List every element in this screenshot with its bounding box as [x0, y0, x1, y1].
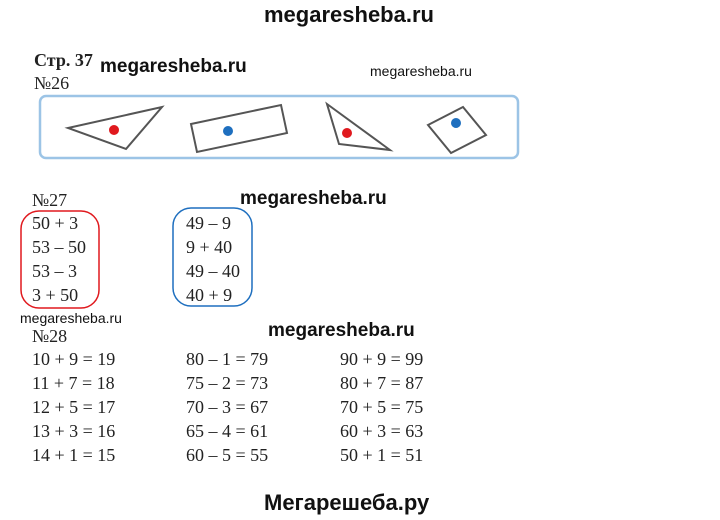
equation: 14 + 1 = 15 [32, 445, 116, 465]
ex27-blue-outline [172, 207, 253, 307]
equation: 70 + 5 = 75 [340, 397, 424, 417]
equation: 65 – 4 = 61 [186, 421, 269, 441]
shape-dot-1 [109, 125, 119, 135]
equation: 60 + 3 = 63 [340, 421, 424, 441]
ex27-red-outline [20, 210, 100, 309]
watermark-left-small: megaresheba.ru [20, 310, 122, 326]
equation: 50 + 1 = 51 [340, 445, 424, 465]
watermark-header-small: megaresheba.ru [370, 63, 472, 79]
ex26-frame [38, 94, 520, 160]
expression: 9 + 40 [186, 237, 233, 257]
ex27-blue-group: 49 – 9 9 + 40 49 – 40 40 + 9 [186, 211, 240, 307]
expression: 53 – 50 [32, 237, 86, 257]
ex26-number: №26 [34, 73, 70, 93]
equation: 11 + 7 = 18 [32, 373, 115, 393]
shape-triangle-1 [64, 105, 165, 151]
expression: 50 + 3 [32, 213, 79, 233]
equation: 13 + 3 = 16 [32, 421, 116, 441]
expression: 40 + 9 [186, 285, 233, 305]
ex28-column-3: 90 + 9 = 99 80 + 7 = 87 70 + 5 = 75 60 +… [340, 347, 423, 467]
shape-rectangle-2 [426, 105, 488, 155]
expression: 49 – 40 [186, 261, 240, 281]
equation: 80 – 1 = 79 [186, 349, 269, 369]
shape-dot-3 [342, 128, 352, 138]
ex28-column-2: 80 – 1 = 79 75 – 2 = 73 70 – 3 = 67 65 –… [186, 347, 268, 467]
ex27-red-group: 50 + 3 53 – 50 53 – 3 3 + 50 [32, 211, 86, 307]
ex27-number: №27 [32, 190, 68, 210]
watermark-bottom: Мегарешеба.ру [264, 490, 430, 515]
ex28-number: №28 [32, 326, 68, 346]
equation: 90 + 9 = 99 [340, 349, 424, 369]
page-label: Стр. 37 [34, 50, 93, 70]
equation: 10 + 9 = 19 [32, 349, 116, 369]
shape-dot-4 [451, 118, 461, 128]
expression: 53 – 3 [32, 261, 77, 281]
watermark-ex28: megaresheba.ru [268, 320, 415, 341]
equation: 12 + 5 = 17 [32, 397, 116, 417]
watermark-header-bold: megaresheba.ru [100, 56, 247, 77]
shape-dot-2 [223, 126, 233, 136]
equation: 70 – 3 = 67 [186, 397, 269, 417]
shape-triangle-2 [325, 101, 394, 152]
equation: 80 + 7 = 87 [340, 373, 424, 393]
expression: 3 + 50 [32, 285, 79, 305]
equation: 60 – 5 = 55 [186, 445, 269, 465]
watermark-top: megaresheba.ru [264, 2, 434, 27]
equation: 75 – 2 = 73 [186, 373, 269, 393]
ex28-column-1: 10 + 9 = 19 11 + 7 = 18 12 + 5 = 17 13 +… [32, 347, 115, 467]
watermark-ex27: megaresheba.ru [240, 188, 387, 209]
expression: 49 – 9 [186, 213, 231, 233]
shape-rectangle-1 [189, 103, 289, 154]
